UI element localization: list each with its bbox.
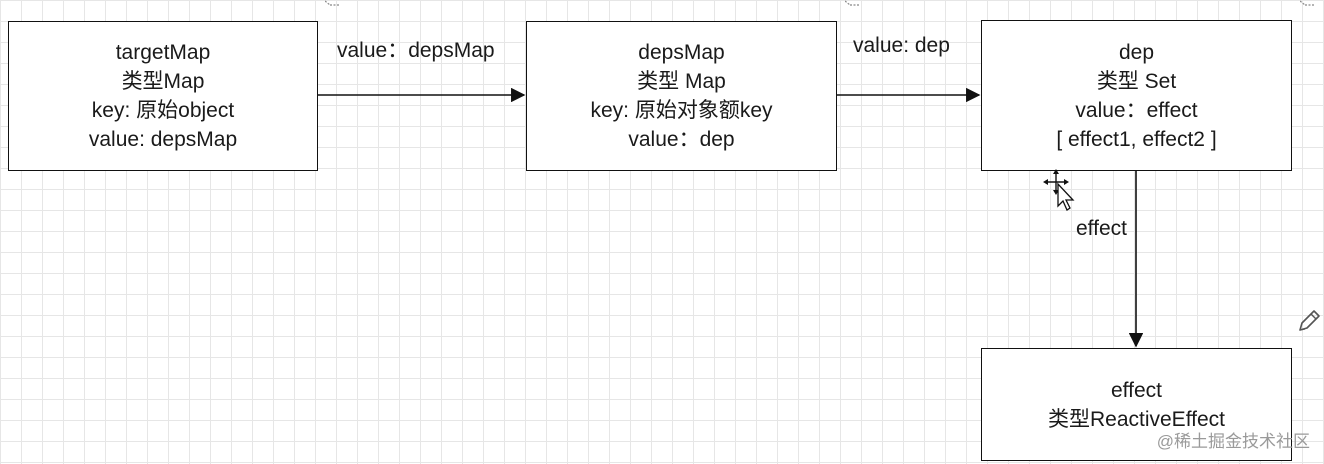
node-line: 类型 Map <box>637 70 726 93</box>
watermark: @稀土掘金技术社区 <box>1156 432 1310 451</box>
node-line: value：effect <box>1075 98 1198 122</box>
edge-label-dep-to-effect[interactable]: effect <box>1076 217 1127 240</box>
resize-handle-icon <box>325 0 339 6</box>
resize-handle-icon <box>845 0 859 6</box>
resize-handle-icon <box>1300 0 1314 6</box>
pencil-icon[interactable] <box>1296 308 1322 334</box>
node-line: targetMap <box>115 41 211 64</box>
node-target-map[interactable]: targetMap 类型Map key: 原始object value: dep… <box>8 21 318 171</box>
node-dep[interactable]: dep 类型 Set value：effect [ effect1, effec… <box>981 20 1292 171</box>
node-line: value: depsMap <box>88 128 238 151</box>
node-line: dep <box>1118 40 1155 64</box>
edge-label-target-to-depsmap[interactable]: value：depsMap <box>337 39 495 62</box>
node-line: value：dep <box>628 128 735 151</box>
node-line: 类型Map <box>121 70 205 93</box>
node-line: 类型ReactiveEffect <box>1047 407 1225 431</box>
node-line: depsMap <box>638 41 725 64</box>
node-line: effect <box>1111 378 1162 402</box>
node-effect[interactable]: effect 类型ReactiveEffect <box>981 348 1292 461</box>
node-line: key: 原始对象额key <box>590 99 773 122</box>
edge-label-depsmap-to-dep[interactable]: value: dep <box>853 34 950 57</box>
node-deps-map[interactable]: depsMap 类型 Map key: 原始对象额key value：dep <box>526 21 837 171</box>
node-line: 类型 Set <box>1096 69 1177 93</box>
node-line: [ effect1, effect2 ] <box>1056 127 1217 151</box>
node-line: key: 原始object <box>91 99 235 122</box>
move-cursor-icon <box>1043 169 1075 211</box>
